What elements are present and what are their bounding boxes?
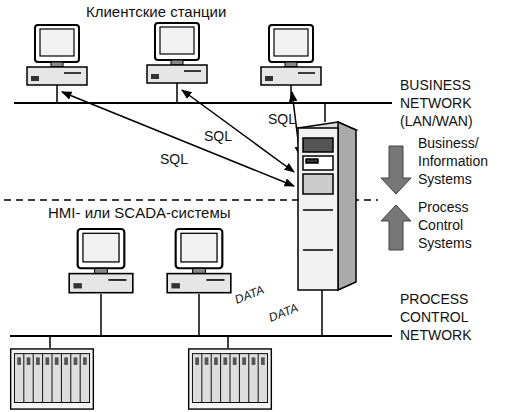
layer-arrow <box>381 146 411 250</box>
network-name: PROCESS CONTROL NETWORK <box>400 290 472 344</box>
client-station <box>27 23 321 85</box>
layer-name: Process Control Systems <box>418 198 472 252</box>
group-heading: Клиентские станции <box>86 3 226 21</box>
network-drop <box>50 290 322 348</box>
business-network-line <box>14 102 392 104</box>
group-heading: HMI- или SCADA-системы <box>48 204 231 222</box>
protocol-label: SQL <box>268 110 296 128</box>
server-cabinet <box>298 122 356 290</box>
data-flow-label: DATA <box>232 281 267 309</box>
hmi-station <box>69 229 231 293</box>
network-name: BUSINESS NETWORK (LAN/WAN) <box>400 76 473 130</box>
layer-name: Business/ Information Systems <box>418 134 488 188</box>
sql-arrow <box>62 90 300 186</box>
process-network-line <box>10 335 392 337</box>
protocol-label: SQL <box>204 127 232 145</box>
protocol-label: SQL <box>160 150 188 168</box>
data-flow-label: DATA <box>266 299 301 327</box>
plc-rack <box>11 349 272 409</box>
